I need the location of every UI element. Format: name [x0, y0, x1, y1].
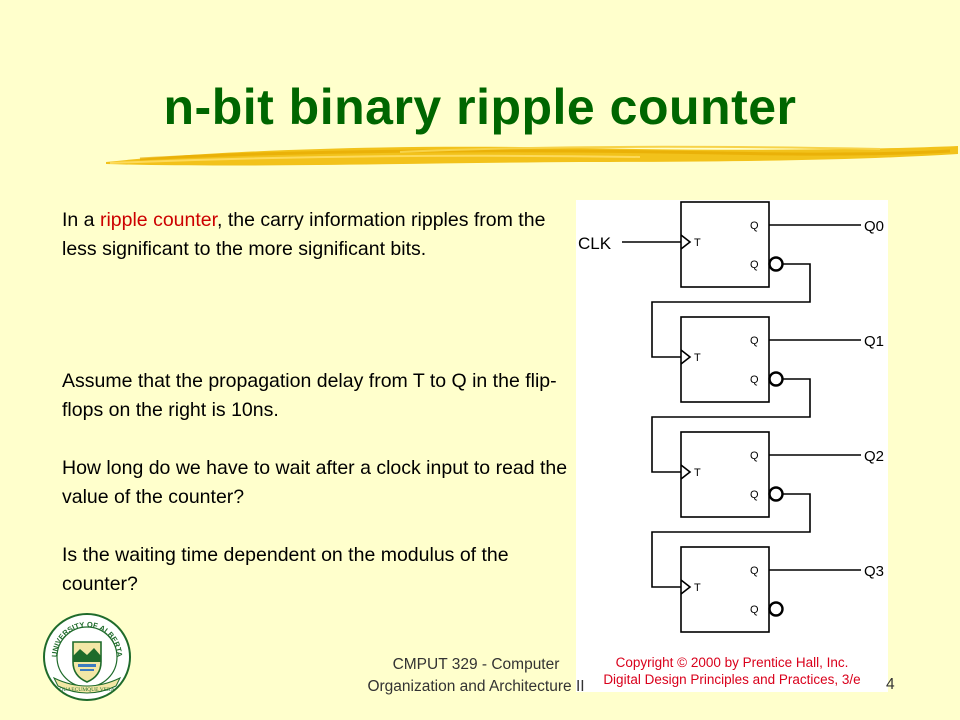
para4-text: Is the waiting time dependent on the mod… [62, 544, 509, 595]
paragraph-ripple-definition: In a ripple counter, the carry informati… [62, 206, 582, 264]
t-label-3: T [694, 582, 701, 594]
footer-line-2: Organization and Architecture II [367, 678, 585, 695]
footer-line-1: CMPUT 329 - Computer [392, 656, 560, 673]
paragraph-propagation-delay: Assume that the propagation delay from T… [62, 367, 582, 425]
flip-flop-3-box [680, 546, 770, 633]
slide-footer: CMPUT 329 - Computer Organization and Ar… [346, 654, 606, 698]
copyright-line-1: Copyright © 2000 by Prentice Hall, Inc. [615, 655, 849, 670]
page-number: 4 [886, 676, 895, 693]
ripple-counter-schematic: CLK T T T T Q Q Q Q Q Q Q Q Q0 Q1 Q2 Q3 [578, 201, 884, 633]
flip-flop-1-box [680, 316, 770, 403]
q-label-1: Q [750, 335, 759, 347]
clk-label: CLK [578, 234, 612, 253]
para2-text: Assume that the propagation delay from T… [62, 370, 557, 421]
ripple-counter-diagram: CLK T T T T Q Q Q Q Q Q Q Q Q0 Q1 Q2 Q3 … [576, 200, 888, 692]
flip-flop-2-box [680, 431, 770, 518]
para3-text: How long do we have to wait after a cloc… [62, 457, 568, 508]
para1-suffix: , the carry information ripples from the… [62, 209, 546, 260]
t-label-1: T [694, 352, 701, 364]
output-label-q2: Q2 [864, 448, 884, 465]
q-label-2: Q [750, 450, 759, 462]
output-label-q3: Q3 [864, 563, 884, 580]
qbar-label-0: Q [750, 259, 759, 271]
title-brush-underline [106, 145, 958, 166]
seal-motto: QUAECUMQUE VERA [59, 687, 114, 693]
para1-prefix: In a [62, 209, 100, 231]
t-label-0: T [694, 237, 701, 249]
qbar-label-1: Q [750, 374, 759, 386]
output-label-q1: Q1 [864, 333, 884, 350]
flip-flop-0-box [680, 201, 770, 288]
slide-title: n-bit binary ripple counter [163, 79, 797, 135]
qbar-label-2: Q [750, 489, 759, 501]
t-label-2: T [694, 467, 701, 479]
qbar-label-3: Q [750, 604, 759, 616]
paragraph-wait-question: How long do we have to wait after a cloc… [62, 454, 582, 512]
copyright-line-2: Digital Design Principles and Practices,… [603, 672, 861, 687]
paragraph-modulus-question: Is the waiting time dependent on the mod… [62, 541, 582, 599]
q-label-0: Q [750, 220, 759, 232]
diagram-copyright: Copyright © 2000 by Prentice Hall, Inc. … [576, 654, 888, 688]
q-label-3: Q [750, 565, 759, 577]
university-seal-logo: UNIVERSITY OF ALBERTA QUAECUMQUE VERA [43, 613, 131, 701]
output-label-q0: Q0 [864, 218, 884, 235]
ripple-counter-highlight: ripple counter [99, 209, 218, 231]
